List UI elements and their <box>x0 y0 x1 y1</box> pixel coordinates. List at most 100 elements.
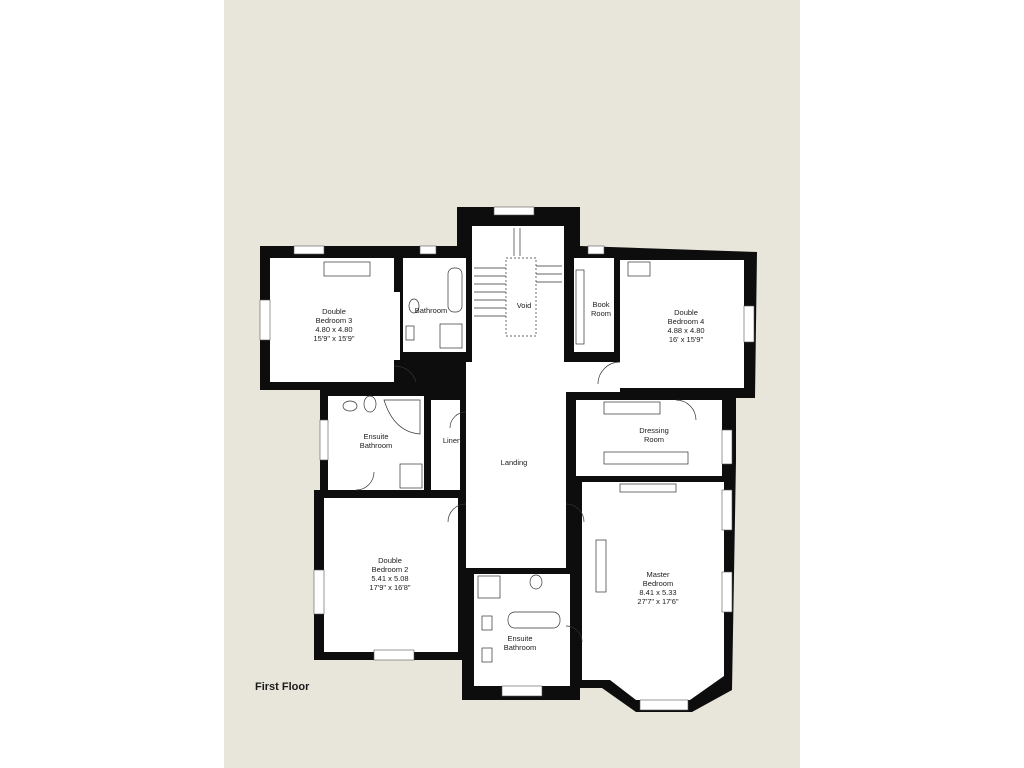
corner-bath <box>383 399 421 435</box>
window <box>493 206 535 216</box>
basin <box>405 325 415 341</box>
toilet <box>529 574 543 590</box>
room-dimensions-metric: 4.88 x 4.80 <box>667 326 705 335</box>
room-name: Dressing <box>639 426 669 435</box>
window <box>313 569 325 615</box>
shower-tray <box>477 575 501 599</box>
room-name: Bedroom <box>642 579 674 588</box>
toilet <box>363 395 377 413</box>
basin <box>342 400 358 412</box>
room-dimensions-imperial: 15'9" x 15'9" <box>313 334 355 343</box>
room-name: Double <box>674 308 698 317</box>
room-name: Master <box>646 570 670 579</box>
room-name: Bathroom <box>414 306 448 315</box>
room-name: Void <box>516 301 532 310</box>
room-name: Room <box>590 309 612 318</box>
room-bathroom <box>403 258 466 352</box>
bookshelf <box>575 269 585 345</box>
door-swing <box>675 399 697 421</box>
room-dimensions-metric: 5.41 x 5.08 <box>371 574 409 583</box>
room-name: Bedroom 4 <box>667 317 705 326</box>
room-double-bedroom-2 <box>324 498 458 652</box>
window <box>293 245 325 255</box>
basin <box>481 615 493 631</box>
wardrobe-row <box>603 451 689 465</box>
brochure-page: Double Bedroom 3 4.80 x 4.80 15'9" x 15'… <box>224 0 800 768</box>
label-double-bedroom-2: Double Bedroom 2 5.41 x 5.08 17'9" x 16'… <box>369 556 410 592</box>
door-swing <box>355 471 375 491</box>
door-swing <box>449 411 467 429</box>
room-dimensions-imperial: 27'7" x 17'6" <box>637 597 679 606</box>
room-name: Bathroom <box>503 643 537 652</box>
room-ensuite-bathroom-2 <box>474 574 570 686</box>
room-name: Room <box>643 435 664 444</box>
label-double-bedroom-4: Double Bedroom 4 4.88 x 4.80 16' x 15'9" <box>667 308 704 344</box>
room-name: Ensuite <box>363 432 389 441</box>
window <box>501 685 543 697</box>
room-name: Landing <box>500 458 528 467</box>
window <box>319 419 329 461</box>
room-dimensions-metric: 8.41 x 5.33 <box>639 588 677 597</box>
door-swing <box>393 365 417 383</box>
fireplace <box>595 539 607 593</box>
basin <box>481 647 493 663</box>
floor-plan-drawing <box>259 206 757 712</box>
room-name: Book <box>592 300 610 309</box>
room-dimensions-imperial: 16' x 15'9" <box>668 335 704 344</box>
wardrobe <box>323 261 371 277</box>
room-double-bedroom-4 <box>620 260 744 388</box>
room-name: Linen <box>442 436 462 445</box>
toilet <box>408 298 420 314</box>
label-void: Void <box>517 301 532 310</box>
stair-void-outline <box>505 257 537 337</box>
window <box>639 699 689 711</box>
floor-title: First Floor <box>255 681 310 693</box>
window <box>721 429 733 465</box>
doors <box>355 361 697 643</box>
label-ensuite-bathroom-1: Ensuite Bathroom <box>360 432 393 450</box>
door-swing <box>565 503 585 523</box>
label-ensuite-bathroom-2: Ensuite Bathroom <box>504 634 537 652</box>
room-name: Bedroom 2 <box>371 565 409 574</box>
label-landing: Landing <box>501 458 528 467</box>
wardrobe <box>627 261 651 277</box>
bathtub <box>447 267 463 313</box>
label-linen: Linen <box>443 436 461 445</box>
room-dimensions-imperial: 17'9" x 16'8" <box>369 583 411 592</box>
window <box>721 489 733 531</box>
room-double-bedroom-3 <box>270 258 400 382</box>
room-stair-void <box>472 226 564 380</box>
fixtures <box>323 261 689 663</box>
windows <box>259 206 755 711</box>
room-name: Double <box>322 307 346 316</box>
shower-tray <box>399 463 423 489</box>
label-book-room: Book Room <box>591 300 611 318</box>
room-landing <box>466 362 620 568</box>
room-master-bedroom <box>582 482 724 700</box>
label-dressing-room: Dressing Room <box>639 426 669 444</box>
door-swing <box>565 625 583 643</box>
label-double-bedroom-3: Double Bedroom 3 4.80 x 4.80 15'9" x 15'… <box>313 307 354 343</box>
window <box>419 245 437 255</box>
door-swing <box>447 503 467 523</box>
window <box>743 305 755 343</box>
label-master-bedroom: Master Bedroom 8.41 x 5.33 27'7" x 17'6" <box>637 570 678 606</box>
window <box>259 299 271 341</box>
room-name: Bathroom <box>359 441 393 450</box>
room-name: Bedroom 3 <box>315 316 353 325</box>
room-linen <box>431 400 460 490</box>
window <box>587 245 605 255</box>
staircase <box>474 228 562 337</box>
room-name: Double <box>378 556 402 565</box>
room-name: Ensuite <box>507 634 533 643</box>
window <box>373 649 415 661</box>
room-dimensions-metric: 4.80 x 4.80 <box>315 325 353 334</box>
window <box>721 571 733 613</box>
room-dressing-room <box>576 400 722 476</box>
shower-tray <box>439 323 463 349</box>
bathtub <box>507 611 561 629</box>
fireplace-hearth <box>619 483 677 493</box>
wardrobe-row <box>603 401 661 415</box>
door-swing <box>597 361 621 385</box>
label-bathroom: Bathroom <box>415 306 448 315</box>
